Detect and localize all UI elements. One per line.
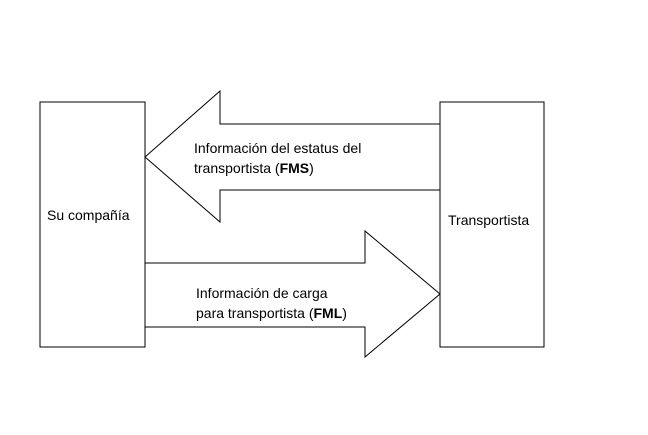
load-info-line1: Información de carga <box>196 285 328 301</box>
arrow-to-carrier <box>145 229 441 359</box>
carrier-status-info-label: Información del estatus del transportist… <box>194 138 361 178</box>
fml-code: FML <box>313 305 343 321</box>
carrier-status-line2-suffix: ) <box>309 160 314 176</box>
carrier-status-line1: Información del estatus del <box>194 140 362 156</box>
carrier-status-line2: transportista (FMS) <box>194 158 361 178</box>
carrier-box <box>439 101 545 348</box>
carrier-status-line2-prefix: transportista ( <box>194 160 280 176</box>
load-info-line2-prefix: para transportista ( <box>196 305 314 321</box>
carrier-label: Transportista <box>448 212 530 228</box>
company-box <box>39 101 146 348</box>
company-label: Su compañía <box>47 207 130 223</box>
fms-code: FMS <box>279 160 310 176</box>
arrow-to-company <box>144 89 440 224</box>
load-info-line2: para transportista (FML) <box>196 303 347 323</box>
load-info-label: Información de carga para transportista … <box>196 283 347 323</box>
load-info-line2-suffix: ) <box>342 305 347 321</box>
